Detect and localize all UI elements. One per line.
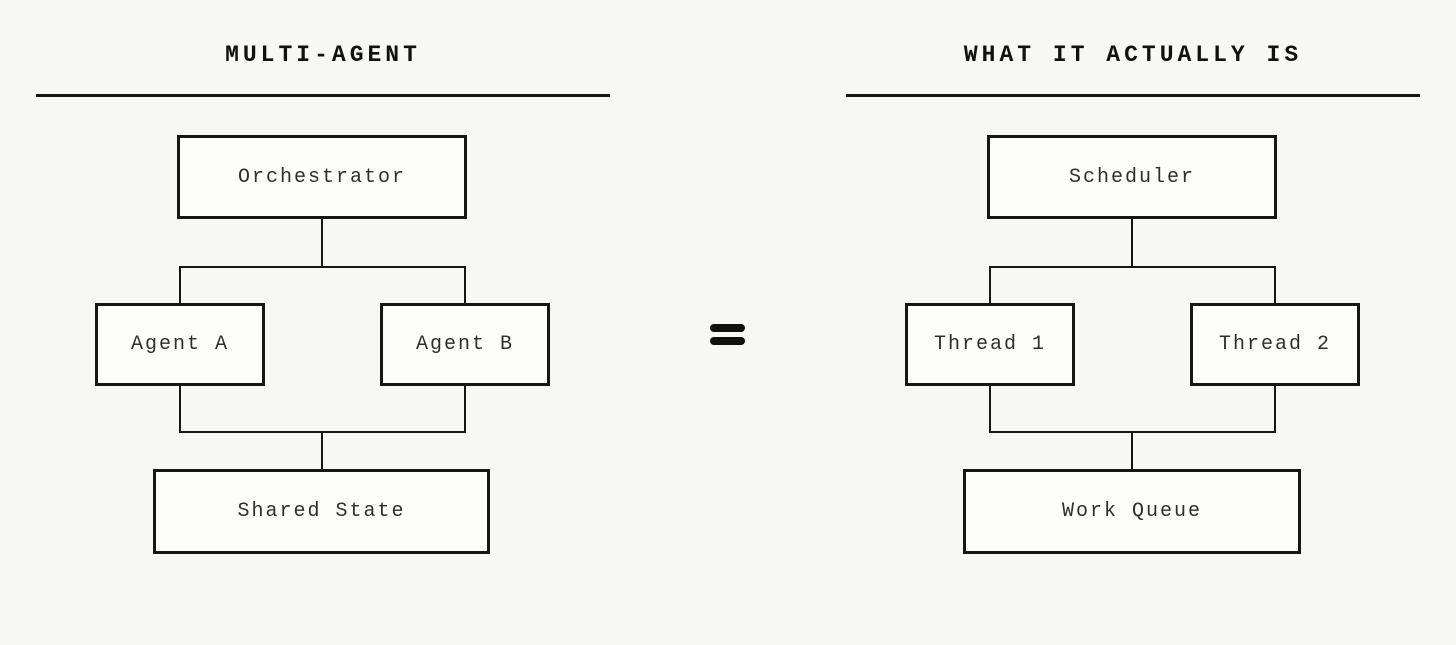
equals-icon <box>710 324 745 345</box>
connector-line <box>989 386 991 433</box>
title-underline <box>846 94 1420 97</box>
connector-line <box>179 386 181 433</box>
node-agent-a: Agent A <box>95 303 265 386</box>
node-label: Orchestrator <box>237 165 407 189</box>
connector-line <box>321 431 323 469</box>
node-label: Thread 1 <box>933 333 1046 356</box>
connector-line <box>989 266 1276 268</box>
title-underline <box>36 94 610 97</box>
node-label: Agent A <box>130 333 229 356</box>
connector-line <box>1274 386 1276 433</box>
panel-title: WHAT IT ACTUALLY IS <box>963 42 1303 68</box>
node-work-queue: Work Queue <box>963 469 1301 554</box>
node-thread-2: Thread 2 <box>1190 303 1360 386</box>
connector-line <box>321 219 323 267</box>
equals-bar-top <box>710 324 745 332</box>
connector-line <box>989 266 991 304</box>
node-label: Agent B <box>415 333 514 356</box>
node-shared-state: Shared State <box>153 469 490 554</box>
connector-line <box>179 266 181 304</box>
node-label: Work Queue <box>1061 500 1203 523</box>
node-agent-b: Agent B <box>380 303 550 386</box>
node-scheduler: Scheduler <box>987 135 1277 219</box>
panel-title: MULTI-AGENT <box>225 42 421 68</box>
node-orchestrator: Orchestrator <box>177 135 467 219</box>
connector-line <box>464 386 466 433</box>
connector-line <box>464 266 466 304</box>
node-label: Shared State <box>237 500 406 523</box>
connector-line <box>179 266 466 268</box>
connector-line <box>1131 431 1133 469</box>
equals-bar-bottom <box>710 337 745 345</box>
node-thread-1: Thread 1 <box>905 303 1075 386</box>
connector-line <box>1274 266 1276 304</box>
node-label: Thread 2 <box>1218 333 1331 356</box>
connector-line <box>1131 219 1133 267</box>
node-label: Scheduler <box>1068 165 1196 189</box>
